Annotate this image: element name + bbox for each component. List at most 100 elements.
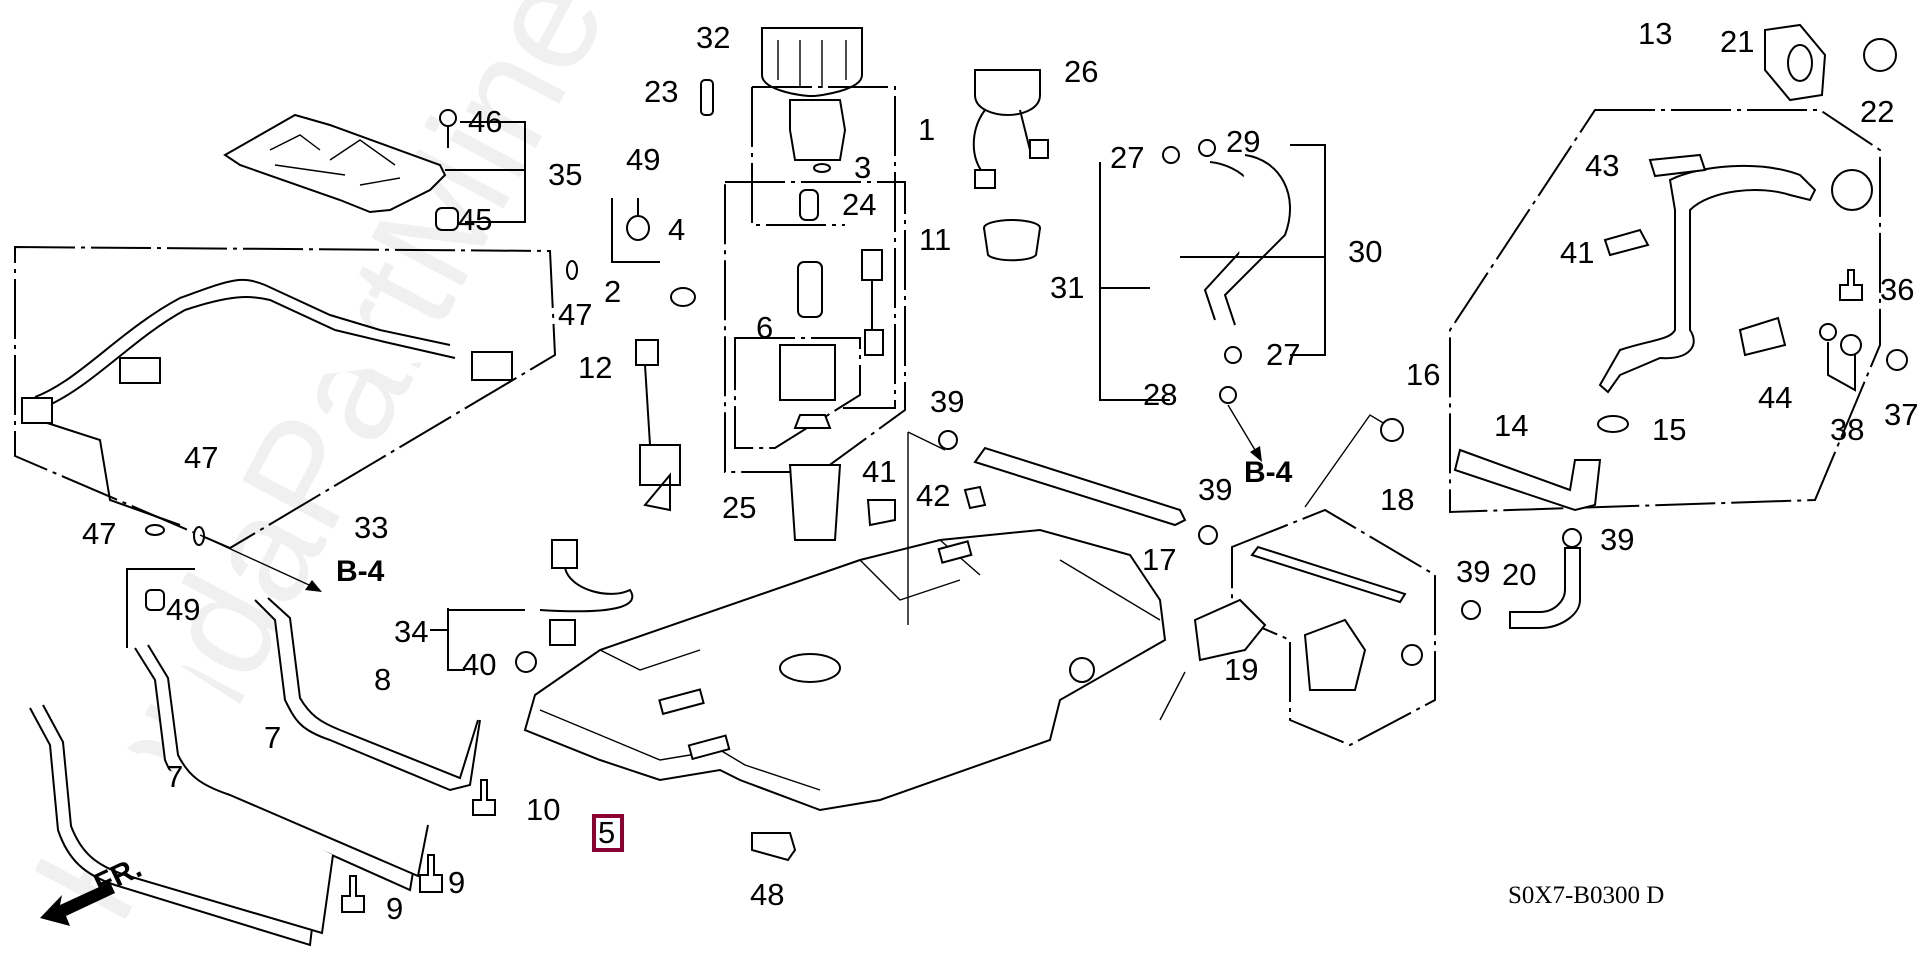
callout-47[interactable]: 47 bbox=[558, 297, 592, 332]
callout-16[interactable]: 16 bbox=[1406, 357, 1440, 392]
part-34-harness[interactable] bbox=[539, 539, 634, 646]
callout-36[interactable]: 36 bbox=[1880, 272, 1914, 307]
callout-38[interactable]: 38 bbox=[1830, 412, 1864, 447]
callout-20[interactable]: 20 bbox=[1502, 557, 1536, 592]
callout-7[interactable]: 7 bbox=[166, 759, 183, 794]
callout-22[interactable]: 22 bbox=[1860, 94, 1894, 129]
part-21-cover[interactable] bbox=[1764, 23, 1827, 102]
callout-8[interactable]: 8 bbox=[374, 662, 391, 697]
part-3-oring[interactable] bbox=[813, 163, 831, 173]
callout-4[interactable]: 4 bbox=[668, 212, 685, 247]
callout-29[interactable]: 29 bbox=[1226, 124, 1260, 159]
part-8-strap[interactable] bbox=[254, 597, 481, 792]
part-23-spring[interactable] bbox=[700, 79, 714, 116]
callout-45[interactable]: 45 bbox=[458, 202, 492, 237]
callout-21[interactable]: 21 bbox=[1720, 24, 1754, 59]
callout-23[interactable]: 23 bbox=[644, 74, 678, 109]
part-39-clamp[interactable] bbox=[938, 430, 958, 450]
callout-47[interactable]: 47 bbox=[82, 516, 116, 551]
part-19-plate[interactable] bbox=[1193, 598, 1267, 662]
callout-35[interactable]: 35 bbox=[548, 157, 582, 192]
part-37-bolt[interactable] bbox=[1886, 349, 1908, 371]
callout-19[interactable]: 19 bbox=[1224, 652, 1258, 687]
callout-39[interactable]: 39 bbox=[1600, 522, 1634, 557]
part-43-clip[interactable] bbox=[1648, 153, 1707, 178]
callout-25[interactable]: 25 bbox=[722, 490, 756, 525]
part-49-clip[interactable] bbox=[626, 215, 650, 241]
part-40-clip[interactable] bbox=[515, 651, 537, 673]
callout-49[interactable]: 49 bbox=[626, 142, 660, 177]
part-39-clamp[interactable] bbox=[1461, 600, 1481, 620]
part-33-fuel-pipes[interactable] bbox=[21, 278, 513, 526]
part-22-cap[interactable] bbox=[1863, 38, 1897, 72]
callout-47[interactable]: 47 bbox=[184, 440, 218, 475]
part-15-clamp[interactable] bbox=[1597, 415, 1629, 433]
part-38-grommet[interactable] bbox=[1819, 323, 1862, 356]
part-pump-motor[interactable] bbox=[797, 261, 823, 318]
callout-11[interactable]: 11 bbox=[919, 222, 951, 257]
callout-3[interactable]: 3 bbox=[854, 150, 871, 185]
part-32-lock-ring[interactable] bbox=[761, 27, 863, 98]
callout-27[interactable]: 27 bbox=[1266, 337, 1300, 372]
part-46-screw[interactable] bbox=[439, 109, 457, 148]
callout-41[interactable]: 41 bbox=[1560, 235, 1594, 270]
callout-49[interactable]: 49 bbox=[166, 592, 200, 627]
callout-44[interactable]: 44 bbox=[1758, 380, 1792, 415]
part-1-pump-top[interactable] bbox=[789, 99, 847, 161]
part-wire-connector[interactable] bbox=[861, 249, 884, 356]
part-13-filler-pipe[interactable] bbox=[1598, 164, 1873, 394]
reference-b4-label[interactable]: B-4 bbox=[1244, 456, 1293, 489]
part-7-strap[interactable] bbox=[29, 704, 334, 947]
callout-28[interactable]: 28 bbox=[1143, 377, 1177, 412]
part-18-hose[interactable] bbox=[1250, 545, 1407, 604]
callout-6[interactable]: 6 bbox=[756, 310, 773, 345]
part-28-clip[interactable] bbox=[1219, 386, 1237, 404]
part-18-valve[interactable] bbox=[1401, 644, 1423, 666]
part-26-filter[interactable] bbox=[972, 69, 1049, 189]
part-44-clip[interactable] bbox=[1738, 316, 1787, 357]
part-25-strainer[interactable] bbox=[788, 464, 842, 541]
callout-43[interactable]: 43 bbox=[1585, 148, 1619, 183]
part-36-bolt[interactable] bbox=[1839, 269, 1863, 301]
part-39-clamp[interactable] bbox=[1562, 528, 1582, 548]
part-12-harness[interactable] bbox=[635, 339, 681, 512]
part-27-clip[interactable] bbox=[1162, 146, 1180, 164]
part-27-clip[interactable] bbox=[1224, 346, 1242, 364]
callout-14[interactable]: 14 bbox=[1494, 408, 1528, 443]
part-10-bolt[interactable] bbox=[472, 779, 496, 816]
callout-33[interactable]: 33 bbox=[354, 510, 388, 545]
part-6-sender[interactable] bbox=[779, 344, 836, 429]
part-18-plate[interactable] bbox=[1303, 618, 1367, 691]
callout-1[interactable]: 1 bbox=[918, 112, 935, 147]
callout-7[interactable]: 7 bbox=[264, 720, 281, 755]
callout-26[interactable]: 26 bbox=[1064, 54, 1098, 89]
part-49-clip[interactable] bbox=[145, 589, 165, 611]
part-2-clip[interactable] bbox=[670, 287, 696, 307]
part-39-clamp[interactable] bbox=[1198, 525, 1218, 545]
callout-18[interactable]: 18 bbox=[1380, 482, 1414, 517]
part-17-hose[interactable] bbox=[973, 446, 1187, 527]
callout-9[interactable]: 9 bbox=[386, 891, 403, 926]
callout-32[interactable]: 32 bbox=[696, 20, 730, 55]
part-45-clip[interactable] bbox=[435, 207, 459, 231]
callout-46[interactable]: 46 bbox=[468, 104, 502, 139]
callout-17[interactable]: 17 bbox=[1142, 542, 1176, 577]
callout-39[interactable]: 39 bbox=[1456, 554, 1490, 589]
callout-12[interactable]: 12 bbox=[578, 350, 612, 385]
callout-27[interactable]: 27 bbox=[1110, 140, 1144, 175]
reference-b4-label[interactable]: B-4 bbox=[336, 555, 385, 588]
callout-39[interactable]: 39 bbox=[1198, 472, 1232, 507]
part-11-seal[interactable] bbox=[983, 219, 1041, 262]
part-20-hose[interactable] bbox=[1509, 547, 1581, 629]
callout-13[interactable]: 13 bbox=[1638, 16, 1672, 51]
callout-39[interactable]: 39 bbox=[930, 384, 964, 419]
part-47-clip[interactable] bbox=[566, 260, 578, 280]
part-5-fuel-tank[interactable] bbox=[523, 528, 1167, 812]
part-41-clip[interactable] bbox=[1603, 228, 1650, 257]
part-48-clip[interactable] bbox=[751, 832, 797, 862]
callout-40[interactable]: 40 bbox=[462, 647, 496, 682]
part-9-bolt[interactable] bbox=[341, 875, 365, 913]
callout-48[interactable]: 48 bbox=[750, 877, 784, 912]
part-30-pipe[interactable] bbox=[1203, 154, 1291, 326]
callout-24[interactable]: 24 bbox=[842, 187, 876, 222]
